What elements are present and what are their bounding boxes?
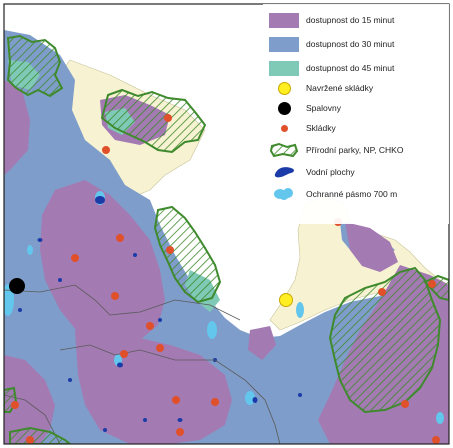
legend-label: Skládky [306, 123, 336, 133]
zone-15-min [4, 355, 55, 444]
zone-15-min [4, 80, 30, 175]
protected-area [328, 266, 442, 414]
zone-15-min [248, 326, 276, 360]
protected-areas [4, 34, 449, 444]
district-border [4, 284, 241, 321]
blue-swatch-icon [269, 36, 299, 52]
legend-label: dostupnost do 15 minut [306, 15, 395, 25]
teal-swatch-icon [269, 60, 299, 76]
purple-swatch-icon [269, 12, 299, 28]
protected-area [6, 34, 64, 98]
district-border [59, 344, 281, 444]
buffer-zones [4, 191, 444, 424]
legend-item-30-min: dostupnost do 30 minut [269, 36, 394, 52]
legend-label: dostupnost do 45 minut [306, 63, 395, 73]
yellow-circle-icon [269, 80, 299, 96]
incinerator [9, 278, 25, 294]
proposed-landfill [279, 293, 293, 307]
zone-15-min [40, 180, 165, 345]
legend-label: dostupnost do 30 minut [306, 39, 395, 49]
legend-label: Ochranné pásmo 700 m [306, 189, 398, 199]
buffer-blob-icon [269, 186, 299, 202]
legend-label: Přírodní parky, NP, CHKO [306, 145, 404, 155]
hatched-polygon-icon [269, 142, 299, 158]
legend-item-incinerators: Spalovny [269, 100, 341, 116]
legend-item-protected-areas: Přírodní parky, NP, CHKO [269, 142, 403, 158]
legend-item-landfills: Skládky [269, 120, 336, 136]
black-circle-icon [269, 100, 299, 116]
orange-dot-icon [269, 120, 299, 136]
legend-label: Spalovny [306, 103, 341, 113]
water-blob-icon [269, 164, 299, 180]
protected-area [100, 88, 207, 154]
legend: dostupnost do 15 minut dostupnost do 30 … [263, 4, 449, 224]
protected-area [153, 205, 222, 304]
map-frame-border [3, 3, 450, 445]
water-bodies [18, 196, 302, 432]
legend-item-proposed-landfills: Navržené skládky [269, 80, 373, 96]
legend-item-buffer-zone: Ochranné pásmo 700 m [269, 186, 397, 202]
protected-area [9, 426, 72, 444]
legend-label: Vodní plochy [306, 167, 355, 177]
legend-label: Navržené skládky [306, 83, 374, 93]
legend-item-water-bodies: Vodní plochy [269, 164, 355, 180]
legend-item-15-min: dostupnost do 15 minut [269, 12, 394, 28]
landfills [11, 114, 440, 444]
zone-15-min [345, 222, 398, 272]
legend-item-45-min: dostupnost do 45 minut [269, 60, 394, 76]
